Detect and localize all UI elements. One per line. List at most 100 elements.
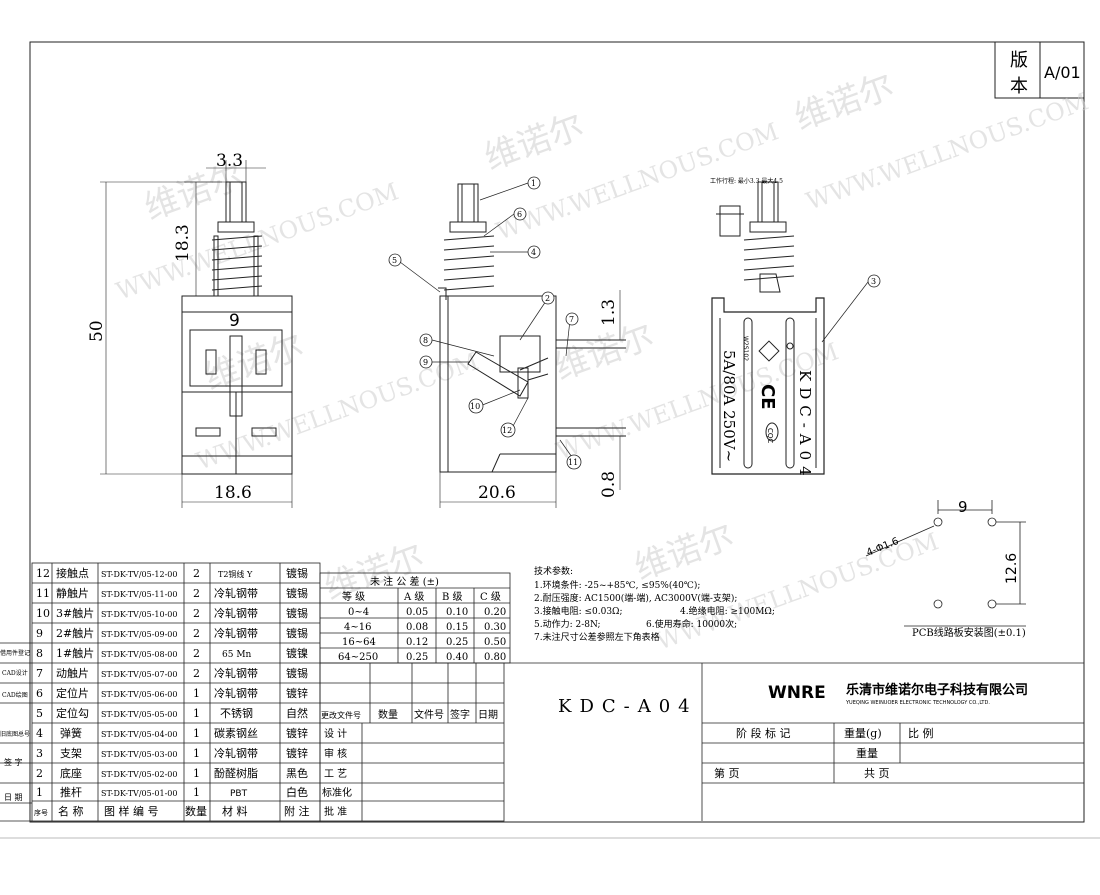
pcb-layout [865,500,1026,627]
svg-text:镀锡: 镀锡 [286,586,308,600]
dim-front-inner-width: 9 [229,311,240,331]
balloon: 5 [388,253,402,267]
svg-text:10: 10 [470,402,480,411]
svg-text:白色: 白色 [286,785,308,799]
svg-text:5: 5 [36,707,43,720]
svg-text:静触片: 静触片 [56,586,89,600]
cqc-mark: CQC [766,428,774,443]
balloon: 4 [527,245,541,259]
balloon: 11 [566,454,582,470]
balloon: 2 [541,291,555,305]
svg-text:7: 7 [569,315,574,324]
svg-text:文件号: 文件号 [414,708,444,721]
svg-text:名 称: 名 称 [58,804,84,818]
svg-text:0.25: 0.25 [406,652,428,663]
svg-text:旧底图总号: 旧底图总号 [0,730,30,738]
svg-text:定位片: 定位片 [56,686,89,700]
svg-text:8: 8 [423,336,428,345]
svg-text:镀锡: 镀锡 [286,606,308,620]
svg-text:7: 7 [36,667,43,680]
svg-text:0.20: 0.20 [484,607,506,618]
role-label: 工 艺 [324,768,347,780]
tech-line: 6.使用寿命: 10000次; [646,618,737,630]
dim-front-width-bottom: 18.6 [214,483,252,503]
dim-front-height-upper: 18.3 [173,224,193,262]
svg-text:0.10: 0.10 [446,607,468,618]
balloon: 6 [513,207,527,221]
table-grid [0,562,1084,822]
travel-note: 工作行程: 最小3.3 最大4.5 [710,177,783,185]
svg-text:镀锌: 镀锌 [286,726,308,740]
svg-text:ST-DK-TV/05-03-00: ST-DK-TV/05-03-00 [101,750,177,759]
svg-text:11: 11 [568,458,578,467]
svg-text:签字: 签字 [450,708,470,721]
svg-text:0~4: 0~4 [348,607,369,618]
svg-text:5: 5 [392,256,397,265]
svg-text:酚醛树脂: 酚醛树脂 [214,766,258,780]
svg-text:2: 2 [193,607,200,620]
svg-text:ST-DK-TV/05-09-00: ST-DK-TV/05-09-00 [101,630,177,639]
svg-text:12: 12 [36,567,50,580]
weight2-label: 重量 [856,746,878,760]
logo-mark-icon [758,340,794,442]
total-label: 共 页 [864,767,890,780]
callouts [399,182,869,461]
tech-line: 4.绝缘电阻: ≥100MΩ; [680,605,775,617]
svg-text:0.50: 0.50 [484,637,506,648]
svg-text:2: 2 [545,294,550,303]
svg-text:3: 3 [36,747,43,760]
tech-line: 3.接触电阻: ≤0.03Ω; [534,605,623,617]
role-label: 标准化 [322,786,352,799]
svg-text:日期: 日期 [478,709,498,721]
side-labels: 借用件登记 CAD设计 CAD绘图 旧底图总号 签 字 日 期 [0,649,30,802]
balloon: 7 [565,312,579,326]
stage-label: 阶 段 标 记 [736,726,791,740]
svg-text:PBT: PBT [230,789,248,799]
balloon: 3 [867,274,881,288]
weight-label: 重量(g) [844,726,882,740]
svg-text:镀锌: 镀锌 [286,746,308,760]
svg-text:9: 9 [36,627,43,640]
svg-text:ST-DK-TV/05-07-00: ST-DK-TV/05-07-00 [101,670,177,679]
svg-text:自然: 自然 [286,706,308,720]
svg-text:碳素钢丝: 碳素钢丝 [214,726,258,740]
svg-text:冷轧钢带: 冷轧钢带 [214,586,258,600]
tech-line: 2.耐压强度: AC1500(端-端), AC3000V(端-支架); [534,592,737,604]
tech-line: 7.未注尺寸公差参照左下角表格 [534,631,660,643]
version-label-1: 版 [1010,50,1028,71]
dim-front-width-top: 3.3 [216,151,243,171]
svg-text:数量: 数量 [185,805,207,818]
svg-text:弹簧: 弹簧 [60,726,82,740]
svg-text:签 字: 签 字 [4,757,23,767]
svg-text:2: 2 [193,587,200,600]
svg-text:1: 1 [193,767,200,780]
svg-text:1#触片: 1#触片 [56,646,94,660]
svg-text:0.12: 0.12 [406,637,428,648]
model-label: KDC-A04 [796,370,814,482]
svg-text:9: 9 [423,358,428,367]
svg-text:日 期: 日 期 [4,793,23,802]
tolerance-title: 未 注 公 差 (±) [370,575,439,588]
dim-front-height-total: 50 [87,320,107,342]
scale-label: 比 例 [908,726,934,740]
svg-text:1: 1 [531,179,536,188]
dim-side-width-bottom: 20.6 [478,483,516,503]
svg-text:10: 10 [36,607,50,620]
balloon-group: 1 2 3 4 5 6 7 8 9 10 11 12 [388,176,881,470]
svg-text:镀锌: 镀锌 [286,686,308,700]
svg-text:附 注: 附 注 [284,804,310,818]
svg-text:0.40: 0.40 [446,652,468,663]
svg-text:8: 8 [36,647,43,660]
tech-params: 技术参数: 1.环境条件: -25~+85℃, ≤95%(40℃); 2.耐压强… [534,565,775,643]
svg-text:1: 1 [193,747,200,760]
svg-text:ST-DK-TV/05-05-00: ST-DK-TV/05-05-00 [101,710,177,719]
